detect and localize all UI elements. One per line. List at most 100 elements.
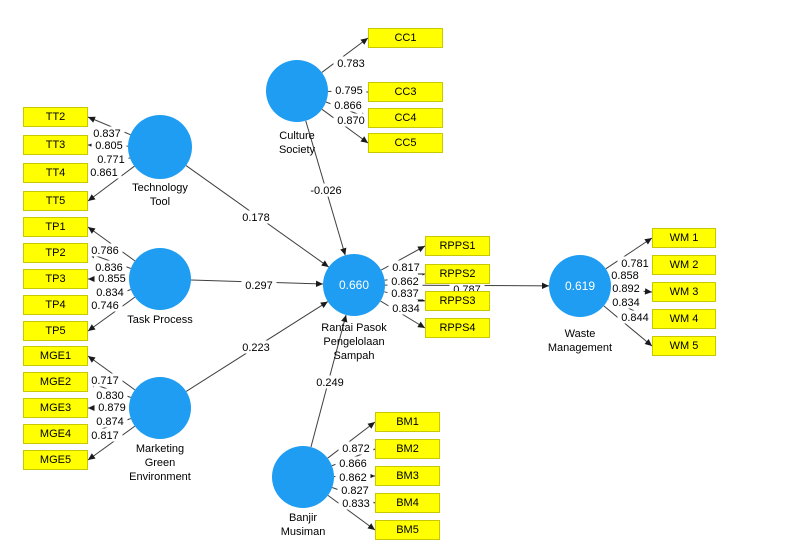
indicator-box-RPPS4[interactable]: RPPS4 <box>425 318 490 338</box>
measurement-path-RPPS1[interactable] <box>380 245 426 271</box>
indicator-box-BM2[interactable]: BM2 <box>375 439 440 459</box>
indicator-box-BM3[interactable]: BM3 <box>375 466 440 486</box>
measurement-path-MGE5[interactable] <box>87 425 136 461</box>
indicator-box-MGE5[interactable]: MGE5 <box>23 450 88 470</box>
measurement-path-MGE1[interactable] <box>87 355 136 391</box>
indicator-box-RPPS2[interactable]: RPPS2 <box>425 264 490 284</box>
path-coefficient-label-bg <box>241 278 277 292</box>
indicator-box-TT3[interactable]: TT3 <box>23 135 88 155</box>
r-squared-value: 0.660 <box>338 278 370 292</box>
indicator-label: WM 4 <box>669 313 699 325</box>
latent-node-rantai-pasok[interactable]: 0.660 <box>323 254 385 316</box>
indicator-loading-label: 0.862 <box>391 276 419 288</box>
indicator-box-CC3[interactable]: CC3 <box>368 82 443 102</box>
indicator-loading-label-bg <box>607 268 643 282</box>
indicator-loading-label-bg <box>335 470 371 484</box>
indicator-box-CC4[interactable]: CC4 <box>368 108 443 128</box>
indicator-loading-label-bg <box>89 126 125 140</box>
indicator-label: MGE1 <box>39 350 72 362</box>
indicator-box-CC5[interactable]: CC5 <box>368 133 443 153</box>
indicator-box-MGE3[interactable]: MGE3 <box>23 398 88 418</box>
indicator-box-MGE1[interactable]: MGE1 <box>23 346 88 366</box>
indicator-loading-label: 0.783 <box>337 58 365 70</box>
indicator-loading-label-bg <box>387 286 423 300</box>
latent-label-line: Sampah <box>333 350 375 362</box>
indicator-box-TP3[interactable]: TP3 <box>23 269 88 289</box>
latent-node-banjir-musiman[interactable] <box>272 446 334 508</box>
indicator-box-TT4[interactable]: TT4 <box>23 163 88 183</box>
indicator-loading-label: 0.872 <box>342 443 370 455</box>
measurement-path-TP5[interactable] <box>87 296 136 332</box>
path-coefficient-label: -0.026 <box>310 185 341 197</box>
arrowhead-icon <box>644 238 652 245</box>
path-coefficient-label: 0.297 <box>245 280 273 292</box>
latent-node-task-process[interactable] <box>129 248 191 310</box>
indicator-loading-label: 0.837 <box>391 288 419 300</box>
indicator-loading-label: 0.862 <box>339 472 367 484</box>
indicator-box-WM2[interactable]: WM 2 <box>652 255 716 275</box>
latent-node-technology-tool[interactable] <box>128 115 192 179</box>
indicator-box-BM1[interactable]: BM1 <box>375 412 440 432</box>
indicator-loading-label: 0.827 <box>341 485 369 497</box>
indicator-box-RPPS3[interactable]: RPPS3 <box>425 291 490 311</box>
indicator-box-TP5[interactable]: TP5 <box>23 321 88 341</box>
indicator-box-MGE2[interactable]: MGE2 <box>23 372 88 392</box>
indicator-box-WM3[interactable]: WM 3 <box>652 282 716 302</box>
path-coefficient-label-bg <box>238 210 274 224</box>
indicator-label: TP3 <box>45 273 66 285</box>
indicator-loading-label-bg <box>338 441 374 455</box>
indicator-loading-label-bg <box>333 56 369 70</box>
indicator-box-TP2[interactable]: TP2 <box>23 243 88 263</box>
indicator-box-WM4[interactable]: WM 4 <box>652 309 716 329</box>
arrowhead-icon <box>88 453 96 460</box>
indicator-label: TP1 <box>45 221 66 233</box>
indicator-box-TT5[interactable]: TT5 <box>23 191 88 211</box>
arrowhead-icon <box>321 260 329 268</box>
measurement-path-WM5[interactable] <box>603 305 653 347</box>
indicator-box-WM1[interactable]: WM 1 <box>652 228 716 248</box>
latent-node-waste-management[interactable]: 0.619 <box>549 255 611 317</box>
indicator-box-TT2[interactable]: TT2 <box>23 107 88 127</box>
indicator-box-WM5[interactable]: WM 5 <box>652 336 716 356</box>
indicator-loading-label: 0.817 <box>392 262 420 274</box>
measurement-path-BM1[interactable] <box>327 421 376 459</box>
indicator-box-BM4[interactable]: BM4 <box>375 493 440 513</box>
indicator-loading-label: 0.870 <box>337 115 365 127</box>
indicator-loading-label: 0.805 <box>95 140 123 152</box>
indicator-box-CC1[interactable]: CC1 <box>368 28 443 48</box>
arrowhead-icon <box>541 282 550 290</box>
indicator-label: CC4 <box>394 112 417 124</box>
measurement-path-TT5[interactable] <box>87 165 135 202</box>
indicator-loading-label: 0.771 <box>97 154 125 166</box>
latent-node-marketing-green-environment[interactable] <box>129 377 191 439</box>
measurement-path-RPPS4[interactable] <box>380 300 426 329</box>
indicator-loading-label: 0.746 <box>91 300 119 312</box>
arrowhead-icon <box>644 288 652 295</box>
indicator-loading-label-bg <box>333 113 369 127</box>
indicator-loading-label-bg <box>92 388 128 402</box>
indicator-label: BM4 <box>396 497 419 509</box>
indicator-loading-label-bg <box>330 98 366 112</box>
measurement-path-WM1[interactable] <box>605 237 653 270</box>
latent-node-culture-society[interactable] <box>266 60 328 122</box>
measurement-path-BM5[interactable] <box>327 494 376 531</box>
indicator-label: MGE4 <box>39 428 72 440</box>
indicator-box-TP1[interactable]: TP1 <box>23 217 88 237</box>
indicator-label: MGE3 <box>39 402 72 414</box>
indicator-label: TT4 <box>45 167 66 179</box>
latent-label-line: Banjir <box>288 512 318 524</box>
arrowhead-icon <box>320 301 328 309</box>
indicator-box-RPPS1[interactable]: RPPS1 <box>425 236 490 256</box>
indicator-loading-label-bg <box>608 295 644 309</box>
indicator-loading-label-bg <box>91 260 127 274</box>
indicator-box-TP4[interactable]: TP4 <box>23 295 88 315</box>
indicator-loading-label-bg <box>93 152 129 166</box>
indicator-box-BM5[interactable]: BM5 <box>375 520 440 540</box>
indicator-label: BM1 <box>396 416 419 428</box>
measurement-path-CC1[interactable] <box>321 37 369 73</box>
indicator-box-MGE4[interactable]: MGE4 <box>23 424 88 444</box>
indicator-label: TT3 <box>45 139 66 151</box>
indicator-loading-label-bg <box>331 83 367 97</box>
